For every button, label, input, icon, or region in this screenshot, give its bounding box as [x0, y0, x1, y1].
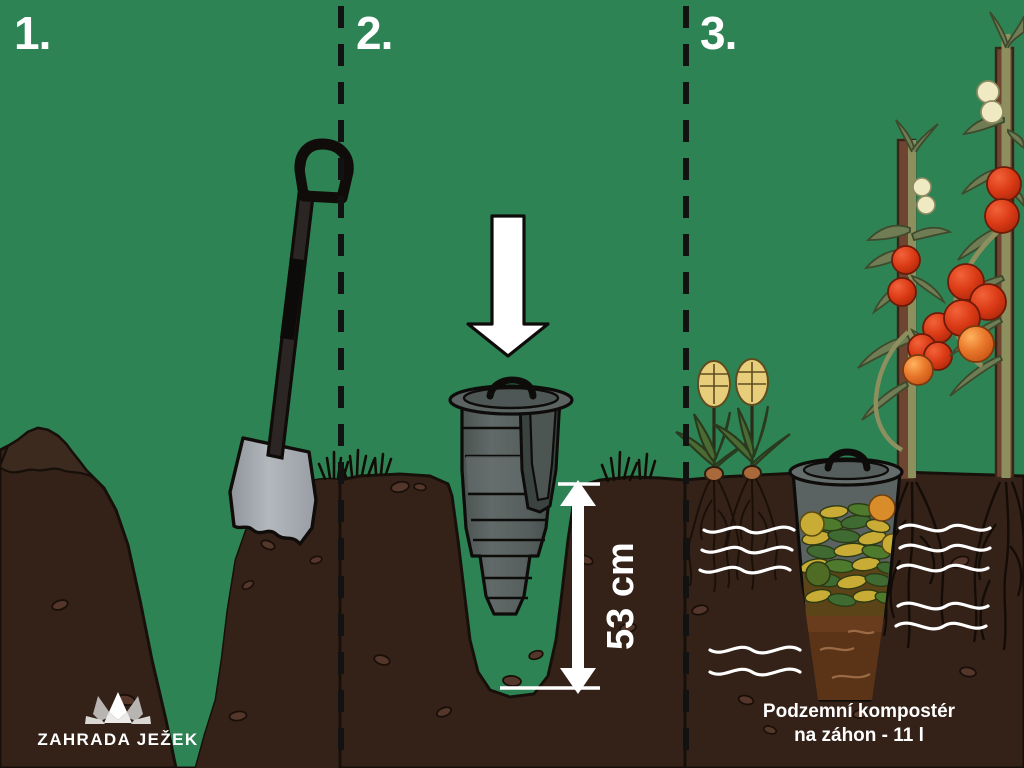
tomato-fruits-left — [887, 245, 954, 386]
compost-worms — [819, 629, 875, 680]
seedling-b-head — [735, 358, 769, 406]
crown-icon — [85, 692, 151, 724]
shovel — [228, 138, 354, 546]
brand-name: ZAHRADA JEŽEK — [37, 730, 199, 749]
shovel-d-handle — [294, 138, 354, 204]
shovel-handle-hole — [304, 155, 340, 192]
nutrient-waves — [698, 523, 992, 677]
dim-shaft — [572, 498, 584, 676]
soil-panel-1-right — [196, 479, 340, 768]
down-arrow-icon — [466, 214, 550, 358]
buried-bin-lid-handle — [824, 448, 871, 472]
seedling-b-leaves — [713, 405, 791, 468]
soil-pebbles — [51, 480, 977, 735]
panel-dividers — [338, 6, 689, 762]
step-number-3: 3. — [700, 7, 737, 59]
soil-panel-2 — [338, 472, 687, 768]
seedling-b-base — [742, 465, 762, 481]
brand-logo: ZAHRADA JEŽEK — [18, 690, 218, 750]
caption-line-1: Podzemní kompostér — [762, 701, 956, 722]
tomato-tip-leaf-right-2 — [1005, 15, 1024, 49]
buried-bin-lid-inner — [802, 459, 890, 481]
tomato-plants — [857, 11, 1024, 651]
tomato-tip-leaf-left-2 — [911, 123, 939, 153]
step-number-2: 2. — [356, 7, 393, 59]
tomato-tip-leaf-left — [895, 119, 915, 153]
tomato-tip-leaf-right — [989, 11, 1009, 49]
shovel-grip-band — [280, 258, 304, 340]
dimension-arrow — [500, 480, 600, 694]
dim-arrowhead-down — [560, 668, 596, 694]
tomato-leaves-left — [857, 224, 953, 421]
step-number-1: 1. — [14, 7, 51, 59]
product-caption: Podzemní kompostér na záhon - 11 l — [700, 700, 1018, 749]
tomato-fruits-right — [943, 166, 1022, 363]
dim-arrowhead-up — [560, 480, 596, 506]
dimension-label: 53 cm — [600, 542, 642, 650]
bin-lid-handle — [486, 376, 537, 400]
soil-mound-crumb — [0, 426, 95, 479]
caption-line-2: na záhon - 11 l — [794, 725, 924, 747]
shovel-blade — [228, 436, 318, 546]
composter-bin — [448, 376, 574, 616]
tomato-flowers-left — [912, 177, 936, 215]
bin-lid-inner — [462, 386, 560, 410]
tomato-plant-left — [857, 119, 954, 649]
tomato-truss-left — [873, 330, 910, 452]
seedling-a-head — [697, 360, 731, 408]
tomato-flowers-right — [976, 80, 1004, 124]
seedling-a-base — [704, 466, 724, 482]
tomato-plant-right — [943, 11, 1024, 651]
